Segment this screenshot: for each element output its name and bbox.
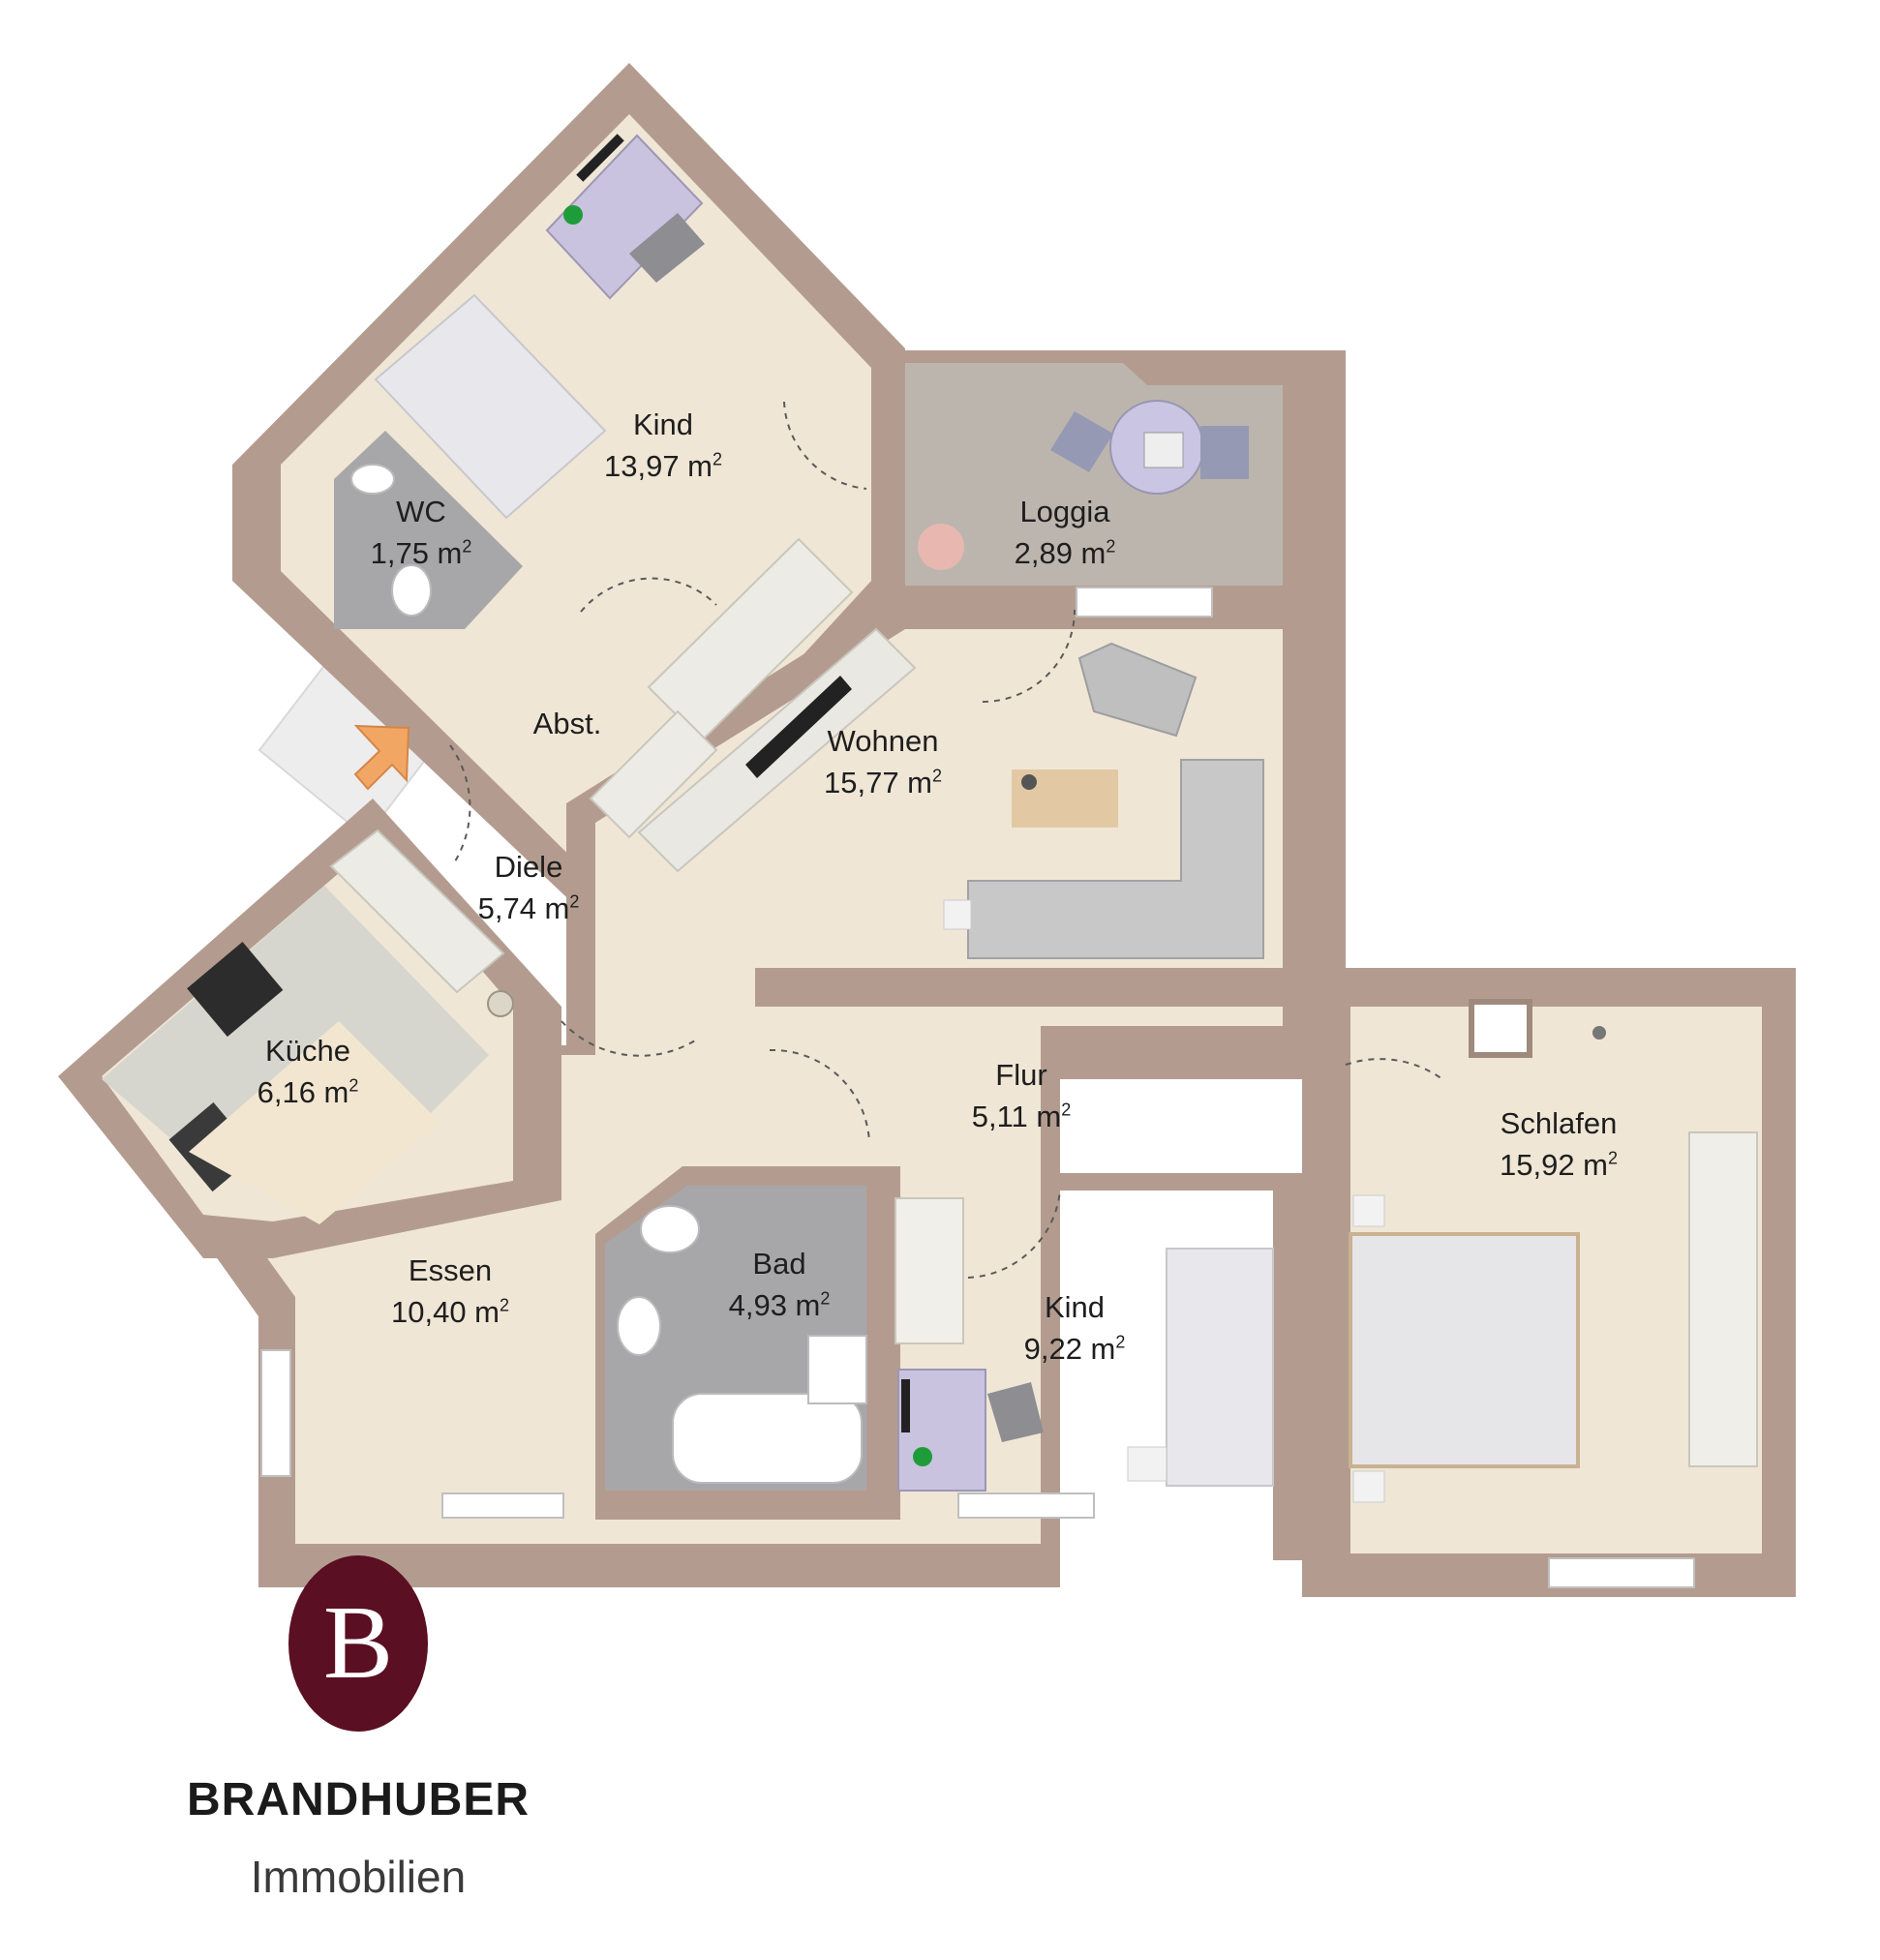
toilet: [617, 1296, 661, 1356]
brand-name: BRANDHUBER: [187, 1774, 530, 1825]
room-label-bad: Bad 4,93 m2: [729, 1244, 831, 1327]
room-area: 1,75 m2: [370, 535, 472, 570]
nightstand: [1352, 1470, 1385, 1503]
desk: [545, 134, 704, 300]
shower: [807, 1335, 867, 1404]
toilet: [350, 464, 395, 495]
room-name: Diele: [494, 850, 563, 884]
room-name: Essen: [408, 1253, 493, 1287]
desk: [897, 1369, 986, 1492]
room-name: Kind: [632, 407, 694, 441]
brand-logo-icon: B: [288, 1555, 428, 1732]
chair: [1200, 426, 1249, 479]
room-name: Schlafen: [1500, 1106, 1618, 1140]
pipe: [1592, 1026, 1606, 1040]
room-name: Kind: [1044, 1290, 1106, 1324]
wall-kind-lower-right: [1273, 1173, 1312, 1560]
wall-kind-lower-top: [1055, 1173, 1302, 1191]
chair: [987, 1382, 1044, 1442]
bed: [374, 293, 607, 520]
wash-basin: [640, 1205, 700, 1253]
room-area: 13,97 m2: [603, 448, 723, 483]
room-name: Loggia: [1019, 495, 1110, 528]
room-name: Flur: [995, 1058, 1047, 1092]
room-label-abst: Abst.: [533, 704, 602, 745]
door-swing: [783, 401, 867, 490]
desk-lamp: [913, 1447, 932, 1466]
room-label-kind-upper: Kind 13,97 m2: [604, 405, 722, 488]
window: [1548, 1557, 1695, 1588]
room-area: 9,22 m2: [1023, 1331, 1126, 1366]
window: [957, 1493, 1095, 1519]
room-area: 6,16 m2: [257, 1074, 359, 1109]
wash-basin: [391, 564, 432, 617]
cooktop: [187, 942, 284, 1038]
room-area: 15,92 m2: [1499, 1147, 1619, 1182]
window: [1076, 587, 1213, 618]
chair: [629, 213, 705, 283]
window: [441, 1493, 564, 1519]
monitor: [901, 1379, 910, 1432]
newspaper: [1143, 432, 1184, 468]
room-label-wohnen: Wohnen 15,77 m2: [824, 721, 942, 804]
room-label-flur: Flur 5,11 m2: [972, 1055, 1072, 1138]
room-label-kueche: Küche 6,16 m2: [258, 1031, 359, 1114]
flower-pot: [918, 524, 964, 570]
door-swing: [449, 744, 471, 862]
room-label-loggia: Loggia 2,89 m2: [1015, 492, 1116, 575]
coat-stand: [487, 990, 514, 1017]
room-area: 2,89 m2: [1014, 535, 1116, 570]
door-swing: [967, 1190, 1061, 1279]
door-swing: [561, 1020, 696, 1057]
wall-flur-top: [755, 968, 1283, 1007]
kitchen-floor-tiles: [189, 1021, 440, 1224]
tv: [745, 676, 852, 778]
room-area: 10,40 m2: [390, 1294, 510, 1329]
nightstand: [1127, 1446, 1167, 1482]
wardrobe: [329, 829, 505, 994]
room-name: Küche: [265, 1034, 350, 1068]
wardrobe: [895, 1197, 964, 1344]
window: [260, 1349, 291, 1477]
room-name: Abst.: [532, 707, 602, 740]
chimney-shaft: [1469, 999, 1532, 1058]
room-label-schlafen: Schlafen 15,92 m2: [1500, 1103, 1618, 1187]
room-label-wc: WC 1,75 m2: [371, 492, 472, 575]
bed: [1166, 1248, 1274, 1487]
nightstand: [1352, 1194, 1385, 1227]
door-swing: [580, 577, 717, 613]
door-swing: [982, 609, 1076, 703]
sofa: [967, 759, 1264, 959]
bathtub: [672, 1393, 863, 1484]
door-swing: [769, 1048, 870, 1143]
entrance-arrow-icon: [353, 724, 410, 791]
door-swing: [1345, 1058, 1443, 1080]
desk-lamp: [563, 205, 583, 225]
room-name: WC: [396, 495, 446, 528]
logo-letter: B: [323, 1585, 393, 1701]
chair: [1050, 411, 1113, 472]
room-label-essen: Essen 10,40 m2: [391, 1251, 509, 1334]
sideboard: [589, 709, 718, 839]
wardrobe: [1688, 1131, 1758, 1467]
brand-subtitle: Immobilien: [250, 1852, 467, 1902]
room-area: 15,77 m2: [823, 765, 943, 799]
room-area: 5,11 m2: [971, 1099, 1072, 1133]
room-label-kind-lower: Kind 9,22 m2: [1024, 1287, 1126, 1371]
double-bed: [1349, 1232, 1580, 1468]
side-table: [943, 899, 972, 930]
monitor: [576, 134, 624, 182]
room-label-diele: Diele 5,74 m2: [478, 847, 580, 930]
table-bowl: [1021, 774, 1037, 790]
floor-main-body: [250, 629, 1283, 1544]
room-name: Bad: [752, 1247, 806, 1281]
room-name: Wohnen: [827, 724, 939, 758]
room-area: 5,74 m2: [477, 890, 580, 925]
room-area: 4,93 m2: [728, 1287, 831, 1322]
armchair: [1077, 642, 1198, 738]
